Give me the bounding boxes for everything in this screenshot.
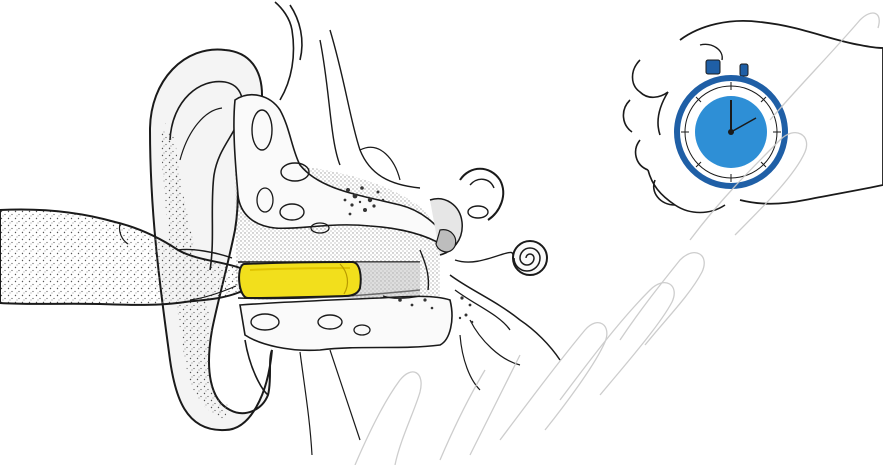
- temporal-bone-upper: [234, 2, 450, 250]
- earplug: [239, 262, 361, 298]
- temporal-bone-lower: [240, 296, 520, 455]
